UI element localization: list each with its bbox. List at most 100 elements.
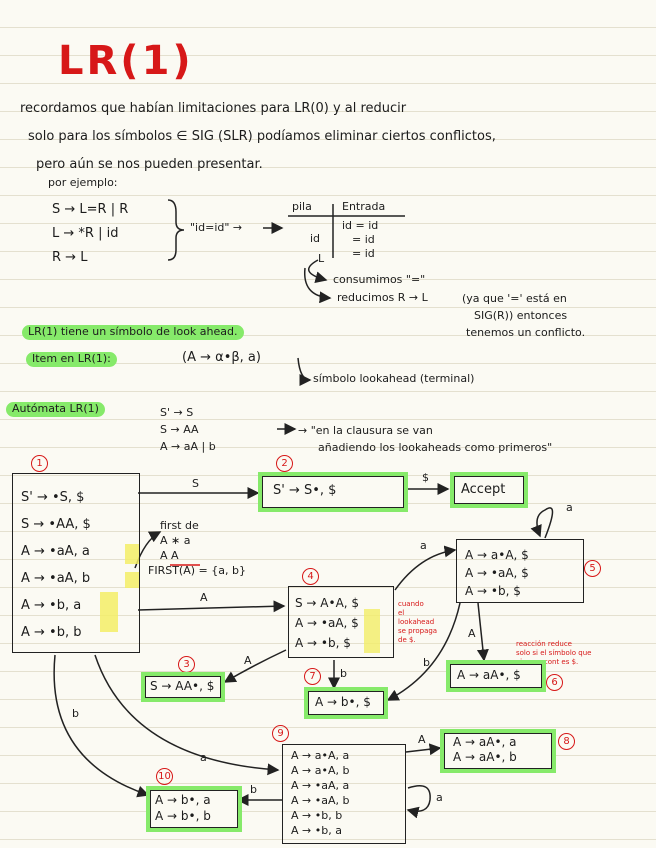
edge-4-5 xyxy=(395,550,455,590)
edge-1-10 xyxy=(54,655,148,795)
automaton-label: Autómata LR(1) xyxy=(6,402,105,417)
state-number: 2 xyxy=(276,455,293,472)
lookahead-highlight xyxy=(125,544,139,564)
state-item: A → •aA, a xyxy=(291,778,405,793)
automaton-grammar: S' → S S → AA A → aA | b xyxy=(160,404,216,455)
grammar-rule: A → aA | b xyxy=(160,438,216,455)
state-item: S → •AA, $ xyxy=(21,511,139,538)
edge-label: a xyxy=(200,752,207,765)
edge-label: b xyxy=(423,657,430,670)
state-item: A → b•, $ xyxy=(309,692,383,709)
red-note-line: de $. xyxy=(398,636,437,645)
accept-label: Accept xyxy=(455,477,523,497)
red-note-line: cuando xyxy=(398,600,437,609)
pila-cell: id xyxy=(310,233,320,246)
state-number: 10 xyxy=(156,768,173,785)
grammar-rule: S' → S xyxy=(160,404,216,421)
item-note: símbolo lookahead (terminal) xyxy=(313,373,474,386)
state-5: A → a•A, $ A → •aA, $ A → •b, $ xyxy=(456,539,584,603)
table-header-pila: pila xyxy=(292,201,312,214)
state-item: A → aA•, a xyxy=(453,735,551,750)
state-item: A → aA•, $ xyxy=(451,665,541,682)
state-number: 3 xyxy=(178,656,195,673)
state-7: A → b•, $ xyxy=(308,691,384,715)
closure-note: → "en la clausura se van añadiendo los l… xyxy=(298,422,552,456)
edge-9-self xyxy=(408,786,430,812)
grammar-rule: R → L xyxy=(52,246,128,270)
state-item: A → •b, b xyxy=(291,808,405,823)
edge-label: S xyxy=(192,478,199,491)
red-note-6: reacción reduce solo si el símbolo que v… xyxy=(516,640,591,667)
state-item: S' → •S, $ xyxy=(21,484,139,511)
state-2: S' → S•, $ xyxy=(262,476,404,508)
state-number: 4 xyxy=(302,568,319,585)
red-note-line: lookahead xyxy=(398,618,437,627)
grammar-rule: L → *R | id xyxy=(52,222,128,246)
intro-line: recordamos que habían limitaciones para … xyxy=(20,95,496,123)
state-item: A → a•A, a xyxy=(291,748,405,763)
closure-line: añadiendo los lookaheads como primeros" xyxy=(298,439,552,456)
red-note-line: el xyxy=(398,609,437,618)
accept-state: Accept xyxy=(454,476,524,504)
closure-line: → "en la clausura se van xyxy=(298,422,552,439)
edge-label: b xyxy=(72,708,79,721)
state-item: A → •b, a xyxy=(291,823,405,838)
state-item: A → •aA, $ xyxy=(465,564,583,582)
state-item: S' → S•, $ xyxy=(263,477,403,498)
explanation-line: SIG(R)) entonces xyxy=(462,307,585,324)
lookahead-highlight xyxy=(364,609,380,653)
grammar-rule: S → L=R | R xyxy=(52,198,128,222)
state-item: A → a•A, $ xyxy=(465,546,583,564)
example-grammar: S → L=R | R L → *R | id R → L xyxy=(52,198,128,270)
entrada-cell: = id xyxy=(342,233,378,247)
state-item: A → aA•, b xyxy=(453,750,551,765)
state-item: A → b•, b xyxy=(155,808,237,824)
explanation-line: tenemos un conflicto. xyxy=(462,324,585,341)
table-header-entrada: Entrada xyxy=(342,201,385,214)
edge-label: a xyxy=(566,502,573,515)
state-6: A → aA•, $ xyxy=(450,664,542,688)
state-item: A → •b, b xyxy=(21,619,139,646)
arrow-reduce xyxy=(305,268,330,298)
page-title: LR(1) xyxy=(58,38,194,84)
arrow-lookahead-note xyxy=(298,358,310,380)
red-note-line: solo si el símbolo que xyxy=(516,649,591,658)
edge-label: b xyxy=(250,784,257,797)
explanation-line: (ya que '=' está en xyxy=(462,290,585,307)
edge-label: A xyxy=(200,592,208,605)
intro-text: recordamos que habían limitaciones para … xyxy=(20,95,496,179)
conflict-explanation: (ya que '=' está en SIG(R)) entonces ten… xyxy=(462,290,585,341)
entrada-column: id = id = id = id xyxy=(342,219,378,261)
first-line: FIRST(A) = {a, b} xyxy=(148,563,246,578)
example-label: por ejemplo: xyxy=(48,177,118,190)
edge-label: A xyxy=(244,655,252,668)
intro-line: solo para los símbolos ∈ SIG (SLR) podía… xyxy=(20,123,496,151)
entrada-cell: = id xyxy=(342,247,378,261)
edge-label: A xyxy=(468,628,476,641)
state-number: 5 xyxy=(584,560,601,577)
state-item: A → •aA, a xyxy=(21,538,139,565)
intro-line: pero aún se nos pueden presentar. xyxy=(20,151,496,179)
item-label: Item en LR(1): xyxy=(26,352,117,367)
edge-5-6 xyxy=(478,603,484,660)
red-note-line: se propaga xyxy=(398,627,437,636)
grammar-rule: S → AA xyxy=(160,421,216,438)
edge-label: b xyxy=(340,668,347,681)
edge-label: $ xyxy=(422,472,429,485)
state-item: A → a•A, b xyxy=(291,763,405,778)
pila-cell: L xyxy=(318,253,324,266)
red-note-4: cuando el lookahead se propaga de $. xyxy=(398,600,437,645)
state-item: A → •b, a xyxy=(21,592,139,619)
state-number: 7 xyxy=(304,668,321,685)
edge-9-8 xyxy=(406,748,440,752)
lookahead-highlight xyxy=(100,592,118,632)
state-item: A → •aA, b xyxy=(21,565,139,592)
state-item: A → •aA, b xyxy=(291,793,405,808)
edge-5-self xyxy=(537,508,553,538)
edge-label: a xyxy=(436,792,443,805)
first-line: A ∗ a xyxy=(160,533,246,548)
entrada-cell: id = id xyxy=(342,219,378,233)
lookahead-highlight xyxy=(125,572,139,588)
brace-grammar xyxy=(168,200,184,260)
first-line: A A xyxy=(160,548,246,563)
